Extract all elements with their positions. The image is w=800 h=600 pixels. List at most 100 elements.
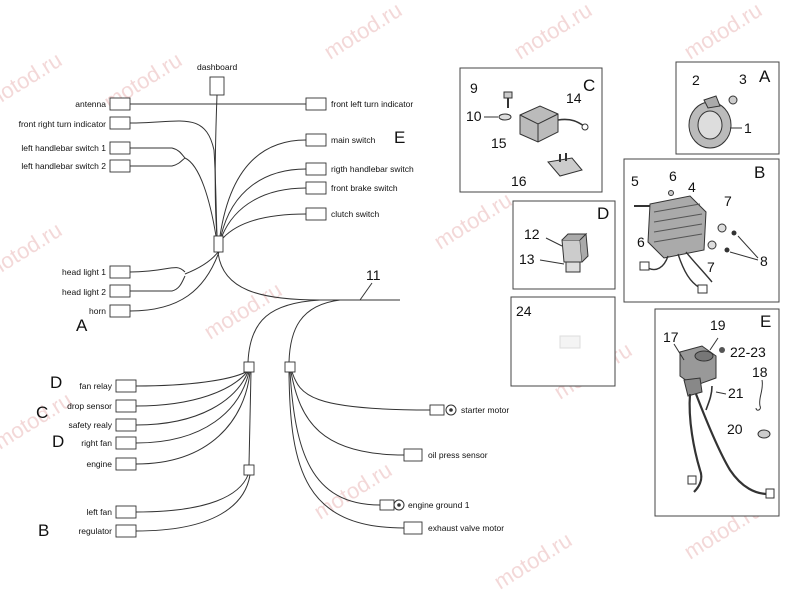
part-number: 18 [752,364,768,380]
panel-24: 24 [510,296,616,387]
label-lh-switch-2: left handlebar switch 2 [21,161,106,171]
panel-letter: C [583,76,595,95]
regulator-wire [647,255,669,271]
wire-front-right-turn [129,120,218,237]
leader-line [709,337,719,351]
wire-front-brake [221,187,307,237]
connector-right-fan [115,436,137,450]
junction-right [284,361,296,373]
panel-e: E 17 19 22-23 18 21 20 [654,308,780,517]
group-letter-main-switch: E [394,128,405,147]
wire-plug [697,284,708,294]
part-number: 14 [566,90,582,106]
connector-head-light-2 [109,284,131,298]
part-number: 7 [707,259,715,275]
wire-engine [135,371,251,465]
dashboard-connector [209,76,225,96]
group-letter-regulator: B [38,521,49,540]
wire-right-fan [135,371,250,444]
connector-left-fan [115,505,137,519]
screw-icon [719,347,725,353]
part-number: 20 [727,421,743,437]
leader-line [539,259,565,265]
part-number: 6 [669,168,677,184]
connector-drop-sensor [115,399,137,413]
label-engine: engine [86,459,112,469]
group-letter-right-fan: D [52,432,64,451]
nut-icon [728,95,738,105]
wire-exhaust-valve [288,371,405,529]
part-number: 4 [688,179,696,195]
connector-engine [115,457,137,471]
watermark: motod.ru [429,187,516,254]
regulator-fin [653,203,701,213]
group-letter-drop-sensor: C [36,403,48,422]
lead-terminal [581,123,589,131]
part-number: 17 [663,329,679,345]
relay-edges [519,113,559,142]
harness-number: 11 [366,267,381,283]
label-antenna: antenna [75,99,106,109]
label-lh-switch-1: left handlebar switch 1 [21,143,106,153]
terminal-engine-ground [379,499,395,511]
part-number: 15 [491,135,507,151]
connector-lh-switch-1 [109,141,131,155]
connector-safety-realy [115,418,137,432]
panel-letter: E [760,312,771,331]
panel-e-frame [654,308,780,517]
watermark: motod.ru [0,217,66,284]
terminal-starter-motor [429,404,445,416]
part-number: 5 [631,173,639,189]
part-number: 19 [710,317,726,333]
wire-left-fan [135,474,249,513]
regulator-icon [647,195,707,259]
panel-c: C 9 14 10 15 16 [459,67,603,193]
label-drop-sensor: drop sensor [67,401,112,411]
connector-lh-switch-2 [109,159,131,173]
wire-right-branch [288,299,341,363]
connector-front-brake [305,181,327,195]
part-number: 16 [511,173,527,189]
watermark: motod.ru [489,527,576,594]
wire-starter-motor [291,371,431,411]
connector-horn [109,304,131,318]
part-number: 10 [466,108,482,124]
front-junction [213,235,224,253]
connector-main-switch [305,133,327,147]
washer-icon [668,190,674,196]
watermark: motod.ru [319,0,406,64]
watermark: motod.ru [0,47,66,114]
label-horn: horn [89,306,106,316]
connector-antenna [109,97,131,111]
part-number: 8 [760,253,768,269]
wire-lh-merge [184,157,217,237]
label-oil-press: oil press sensor [428,450,488,460]
connector-head-light-1 [109,265,131,279]
wire-main-switch [219,139,307,237]
junction-lower [243,464,255,476]
leader-line [729,235,759,261]
leader-line [545,237,563,247]
ring-terminal-hole [449,408,453,412]
connector-front-left-turn [305,97,327,111]
wire-head-merge [184,251,219,275]
label-head-light-1: head light 1 [62,267,106,277]
watermark: motod.ru [199,277,286,344]
panel-b: B 5 6 4 7 6 7 8 [623,158,780,303]
connector-oil-press [403,448,423,462]
dashboard-label: dashboard [197,62,237,72]
wire-lh-switch-1 [130,147,186,159]
clip-icon [755,379,763,411]
front-harness: dashboard 11 antenna front right turn in… [19,62,414,335]
regulator-fin [653,213,703,223]
wire-oil-press [290,371,405,456]
part-number: 12 [524,226,540,242]
grommet-icon [757,429,771,439]
leader-line [715,391,727,395]
fan-relay-icon [561,239,583,263]
switch-wire [694,393,769,496]
panel-letter: A [759,67,771,86]
part-number: 7 [724,193,732,209]
part-number: 13 [519,251,535,267]
